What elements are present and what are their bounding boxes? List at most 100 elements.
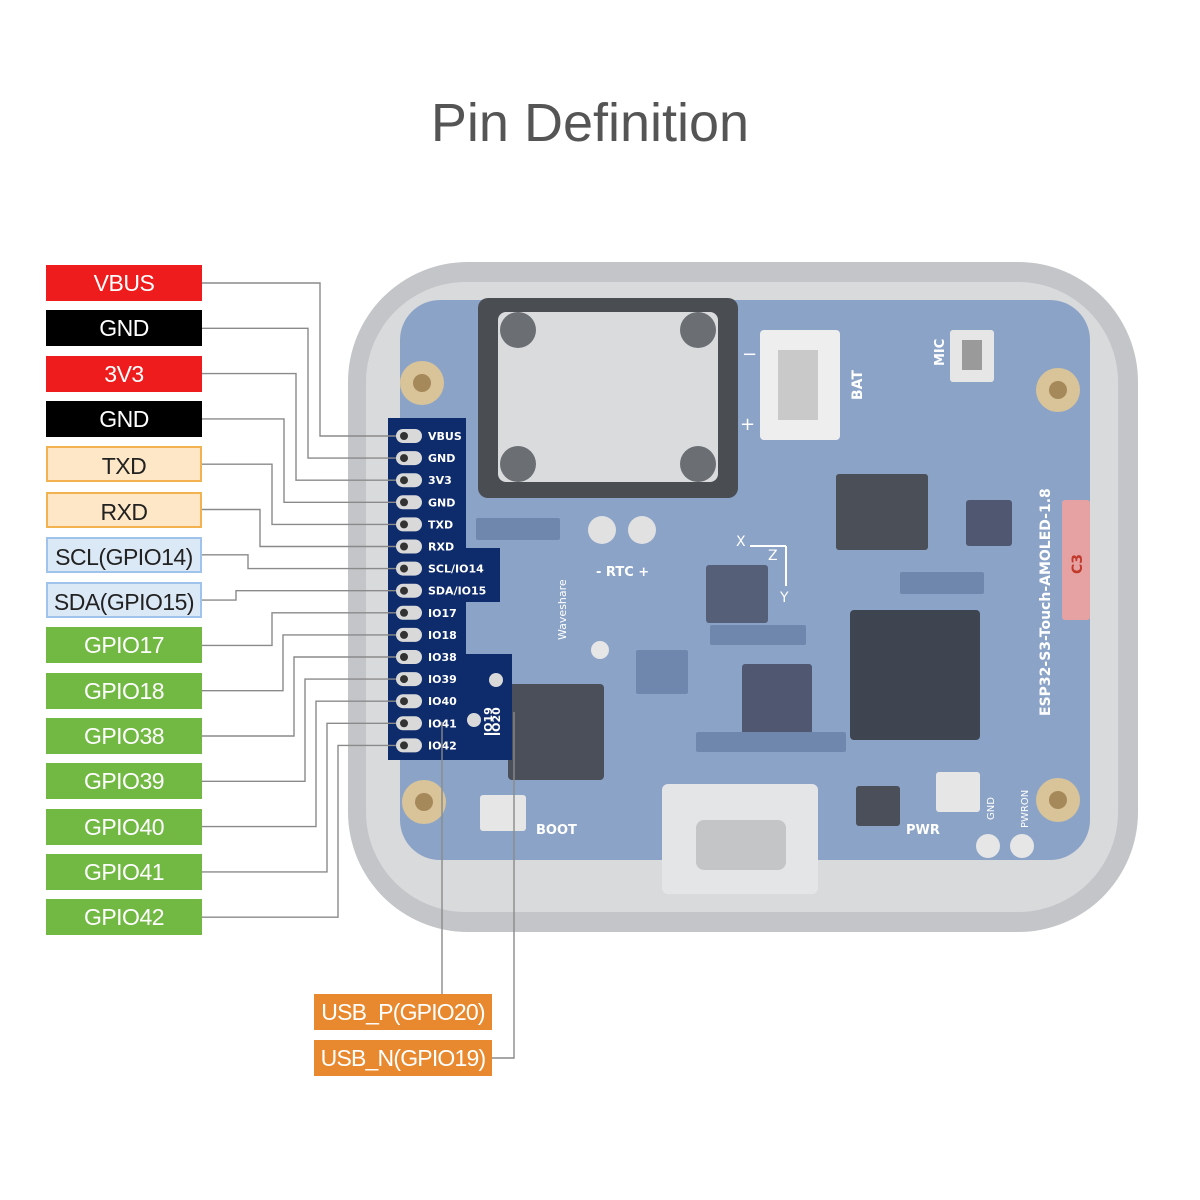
header-pin-pad xyxy=(396,650,422,664)
pin-label-gpio39: GPIO39 xyxy=(46,763,202,800)
component xyxy=(696,732,846,752)
leader-lines xyxy=(202,282,515,1059)
component xyxy=(476,518,560,540)
mic-label: MIC xyxy=(933,339,948,366)
boot-button-body xyxy=(480,795,526,831)
header-pin-hole xyxy=(400,719,408,728)
pin-label-gnd: GND xyxy=(46,400,202,437)
rtc-pad xyxy=(588,516,616,544)
header-pin-hole xyxy=(400,675,408,684)
screw-hole xyxy=(1049,381,1067,399)
header-pin-pad xyxy=(396,583,422,598)
header-pin-hole xyxy=(400,741,408,750)
header-pin-hole xyxy=(400,608,408,617)
bat-plus: + xyxy=(740,414,755,435)
boot-label: BOOT xyxy=(536,823,577,838)
leader-line xyxy=(202,282,396,437)
brand-label: Waveshare xyxy=(556,579,569,640)
c3-badge xyxy=(1062,500,1090,620)
screw-hole xyxy=(415,793,433,811)
header-pin-pad xyxy=(396,738,422,753)
header-pin-pad xyxy=(396,451,422,466)
header-pin-pad xyxy=(396,627,422,642)
pin-label-rxd: RXD xyxy=(46,491,202,528)
pin-label-gpio18: GPIO18 xyxy=(46,672,202,709)
header-pin-hole xyxy=(400,432,408,440)
usb-label-usb-p-gpio20: USB_P(GPIO20) xyxy=(314,994,492,1030)
axis-y: Y xyxy=(779,590,789,606)
header-pin-hole xyxy=(400,498,408,507)
pin-label-vbus: VBUS xyxy=(46,265,202,301)
usb-header-pin-label: IO19 xyxy=(482,707,495,736)
header-pin-label: IO18 xyxy=(428,629,457,642)
header-pin-pad xyxy=(396,605,422,620)
bat-minus: − xyxy=(742,344,757,365)
pin-label-gpio40: GPIO40 xyxy=(46,808,202,845)
header-pin-hole xyxy=(400,520,408,529)
header-pin-pad xyxy=(396,716,422,731)
header-pin-label: GND xyxy=(428,452,455,465)
board-model: ESP32-S3-Touch-AMOLED-1.8 xyxy=(1038,488,1054,716)
header-pin-pad xyxy=(396,694,422,709)
leader-line xyxy=(202,508,396,548)
pin-label-sda-gpio15: SDA(GPIO15) xyxy=(46,582,202,619)
usb-label-usb-n-gpio19: USB_N(GPIO19) xyxy=(314,1040,492,1076)
pin-label-gpio42: GPIO42 xyxy=(46,899,202,936)
leader-line xyxy=(202,590,396,601)
usb-c-opening xyxy=(696,820,786,870)
pin-label-gpio38: GPIO38 xyxy=(46,718,202,754)
screw-hole xyxy=(413,374,431,392)
gnd-pad xyxy=(976,834,1000,858)
leader-line xyxy=(202,372,396,481)
leader-line xyxy=(202,722,396,873)
header-pin-hole xyxy=(400,564,408,573)
leader-line xyxy=(202,744,396,918)
test-point xyxy=(591,641,609,659)
leader-line xyxy=(202,634,396,692)
leader-line xyxy=(202,463,396,526)
header-pin-label: IO39 xyxy=(428,673,457,686)
component xyxy=(900,572,984,594)
leader-line xyxy=(202,612,396,647)
header-pin-label: SCL/IO14 xyxy=(428,563,484,576)
mic-inner xyxy=(962,340,982,370)
c3-label: C3 xyxy=(1070,554,1086,574)
header-pin-pad xyxy=(396,561,422,576)
leader-line xyxy=(202,418,396,503)
esp32-chip xyxy=(850,610,980,740)
pmic-chip xyxy=(742,664,812,736)
header-pin-pad xyxy=(396,495,422,510)
pin-label-gnd: GND xyxy=(46,310,202,347)
rtc-pad xyxy=(628,516,656,544)
pin-label-txd: TXD xyxy=(46,446,202,483)
small-chip xyxy=(966,500,1012,546)
header-pin-hole xyxy=(400,630,408,639)
speaker-corner xyxy=(500,312,536,348)
component xyxy=(710,625,806,645)
header-pin-pad xyxy=(396,429,422,443)
pwr-label: PWR xyxy=(906,823,940,838)
header-pin-label: VBUS xyxy=(428,430,462,443)
header-pin-hole xyxy=(400,653,408,661)
header-pin-hole xyxy=(400,697,408,706)
rtc-label: - RTC + xyxy=(596,565,649,580)
header-pin-label: GND xyxy=(428,496,455,509)
header-pin-pad xyxy=(396,672,422,687)
speaker xyxy=(498,312,718,482)
header-pin-label: IO40 xyxy=(428,695,457,708)
usb-header-pin xyxy=(489,673,503,687)
battery-connector-slot xyxy=(778,350,818,420)
header-pin-label: IO17 xyxy=(428,607,457,620)
speaker-corner xyxy=(680,446,716,482)
speaker-corner xyxy=(500,446,536,482)
header-pin-label: 3V3 xyxy=(428,474,452,487)
flash-chip xyxy=(836,474,928,550)
header-pin-label: TXD xyxy=(428,518,453,531)
header-pin-pad xyxy=(396,473,422,488)
pin-label-gpio41: GPIO41 xyxy=(46,853,202,890)
leader-line xyxy=(202,554,396,570)
leader-line xyxy=(202,327,396,459)
pwr-button-body xyxy=(856,786,900,826)
component xyxy=(936,772,980,812)
